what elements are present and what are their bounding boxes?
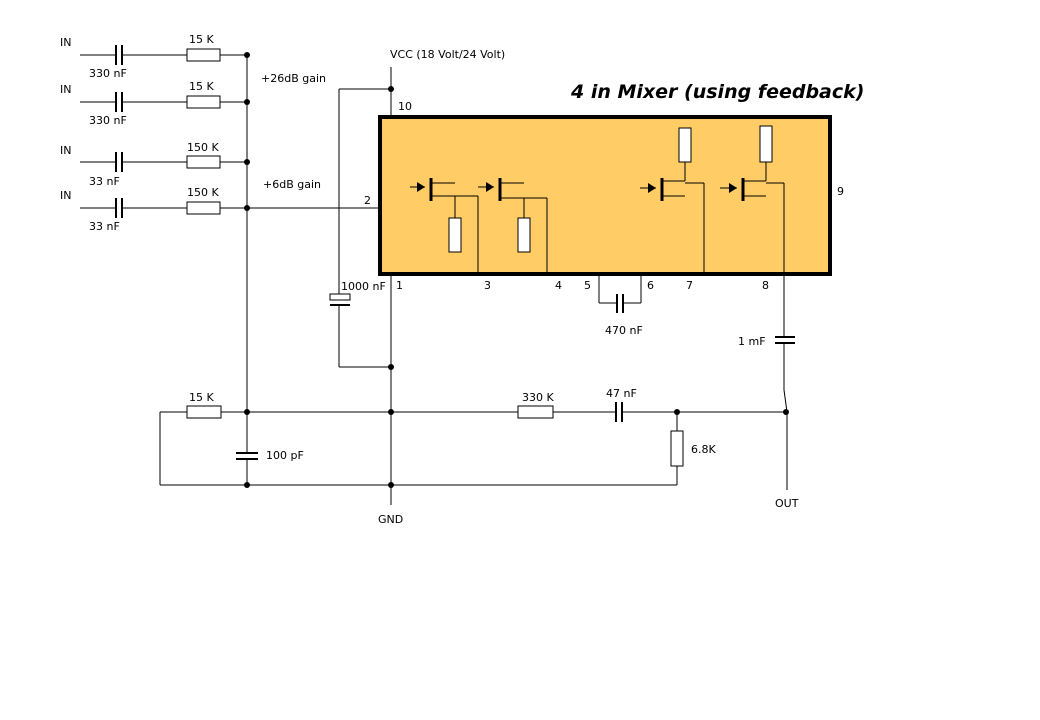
gnd-label: GND (378, 513, 403, 526)
transistor-stage-3 (640, 127, 705, 274)
out-label: OUT (775, 497, 799, 510)
feedback-network: 15 K 100 pF 330 K 47 nF 6.8K (159, 387, 787, 488)
transistor-stage-2 (478, 178, 548, 274)
resistor-symbol (186, 48, 221, 62)
input-channel-4: IN 33 nF 150 K (60, 186, 247, 233)
pin-label: 4 (555, 279, 562, 292)
output-capacitor-value: 1 mF (738, 335, 766, 348)
gain-label-low: +6dB gain (263, 178, 321, 191)
transistor-stage-1 (410, 178, 479, 274)
series-capacitor-value: 47 nF (606, 387, 637, 400)
resistor-value: 150 K (187, 141, 219, 154)
summing-bus: +26dB gain +6dB gain (244, 52, 380, 415)
pin-label: 6 (647, 279, 654, 292)
input-label: IN (60, 144, 71, 157)
capacitor-value: 330 nF (89, 114, 127, 127)
resistor-symbol (186, 95, 221, 109)
transistor-stage-4 (720, 125, 785, 274)
resistor-symbol (186, 155, 221, 169)
mixer-ic: 10 2 1 3 4 5 6 7 8 9 (364, 100, 844, 292)
vcc-label: VCC (18 Volt/24 Volt) (390, 48, 505, 61)
gain-label-high: +26dB gain (261, 72, 326, 85)
pin-label: 8 (762, 279, 769, 292)
pin-label: 2 (364, 194, 371, 207)
pin-label: 3 (484, 279, 491, 292)
resistor-value: 15 K (189, 80, 214, 93)
bridge-capacitor: 470 nF (598, 274, 643, 337)
input-label: IN (60, 189, 71, 202)
capacitor-value: 330 nF (89, 67, 127, 80)
series-resistor (517, 405, 554, 419)
pin-label: 9 (837, 185, 844, 198)
shunt-resistor-value: 6.8K (691, 443, 716, 456)
input-label: IN (60, 36, 71, 49)
capacitor-value: 33 nF (89, 220, 120, 233)
series-resistor-value: 330 K (522, 391, 554, 404)
pin-label: 7 (686, 279, 693, 292)
pin-label: 5 (584, 279, 591, 292)
pin-label: 1 (396, 279, 403, 292)
feedback-resistor (186, 405, 222, 419)
electrolytic-capacitor-symbol (329, 293, 351, 301)
supply-rail: VCC (18 Volt/24 Volt) 1000 nF GND (329, 48, 505, 526)
resistor-value: 15 K (189, 33, 214, 46)
input-channel-2: IN 330 nF 15 K (60, 80, 247, 127)
input-label: IN (60, 83, 71, 96)
shunt-resistor (670, 430, 684, 467)
supply-capacitor-value: 1000 nF (341, 280, 386, 293)
bridge-capacitor-value: 470 nF (605, 324, 643, 337)
pin-label: 10 (398, 100, 412, 113)
resistor-value: 150 K (187, 186, 219, 199)
diagram-title: 4 in Mixer (using feedback) (570, 81, 864, 103)
input-channel-1: IN 330 nF 15 K (60, 33, 247, 80)
filter-capacitor-value: 100 pF (266, 449, 304, 462)
capacitor-value: 33 nF (89, 175, 120, 188)
input-channel-3: IN 33 nF 150 K (60, 141, 247, 188)
feedback-resistor-value: 15 K (189, 391, 214, 404)
output-stage: 1 mF OUT (738, 274, 799, 510)
resistor-symbol (186, 201, 221, 215)
